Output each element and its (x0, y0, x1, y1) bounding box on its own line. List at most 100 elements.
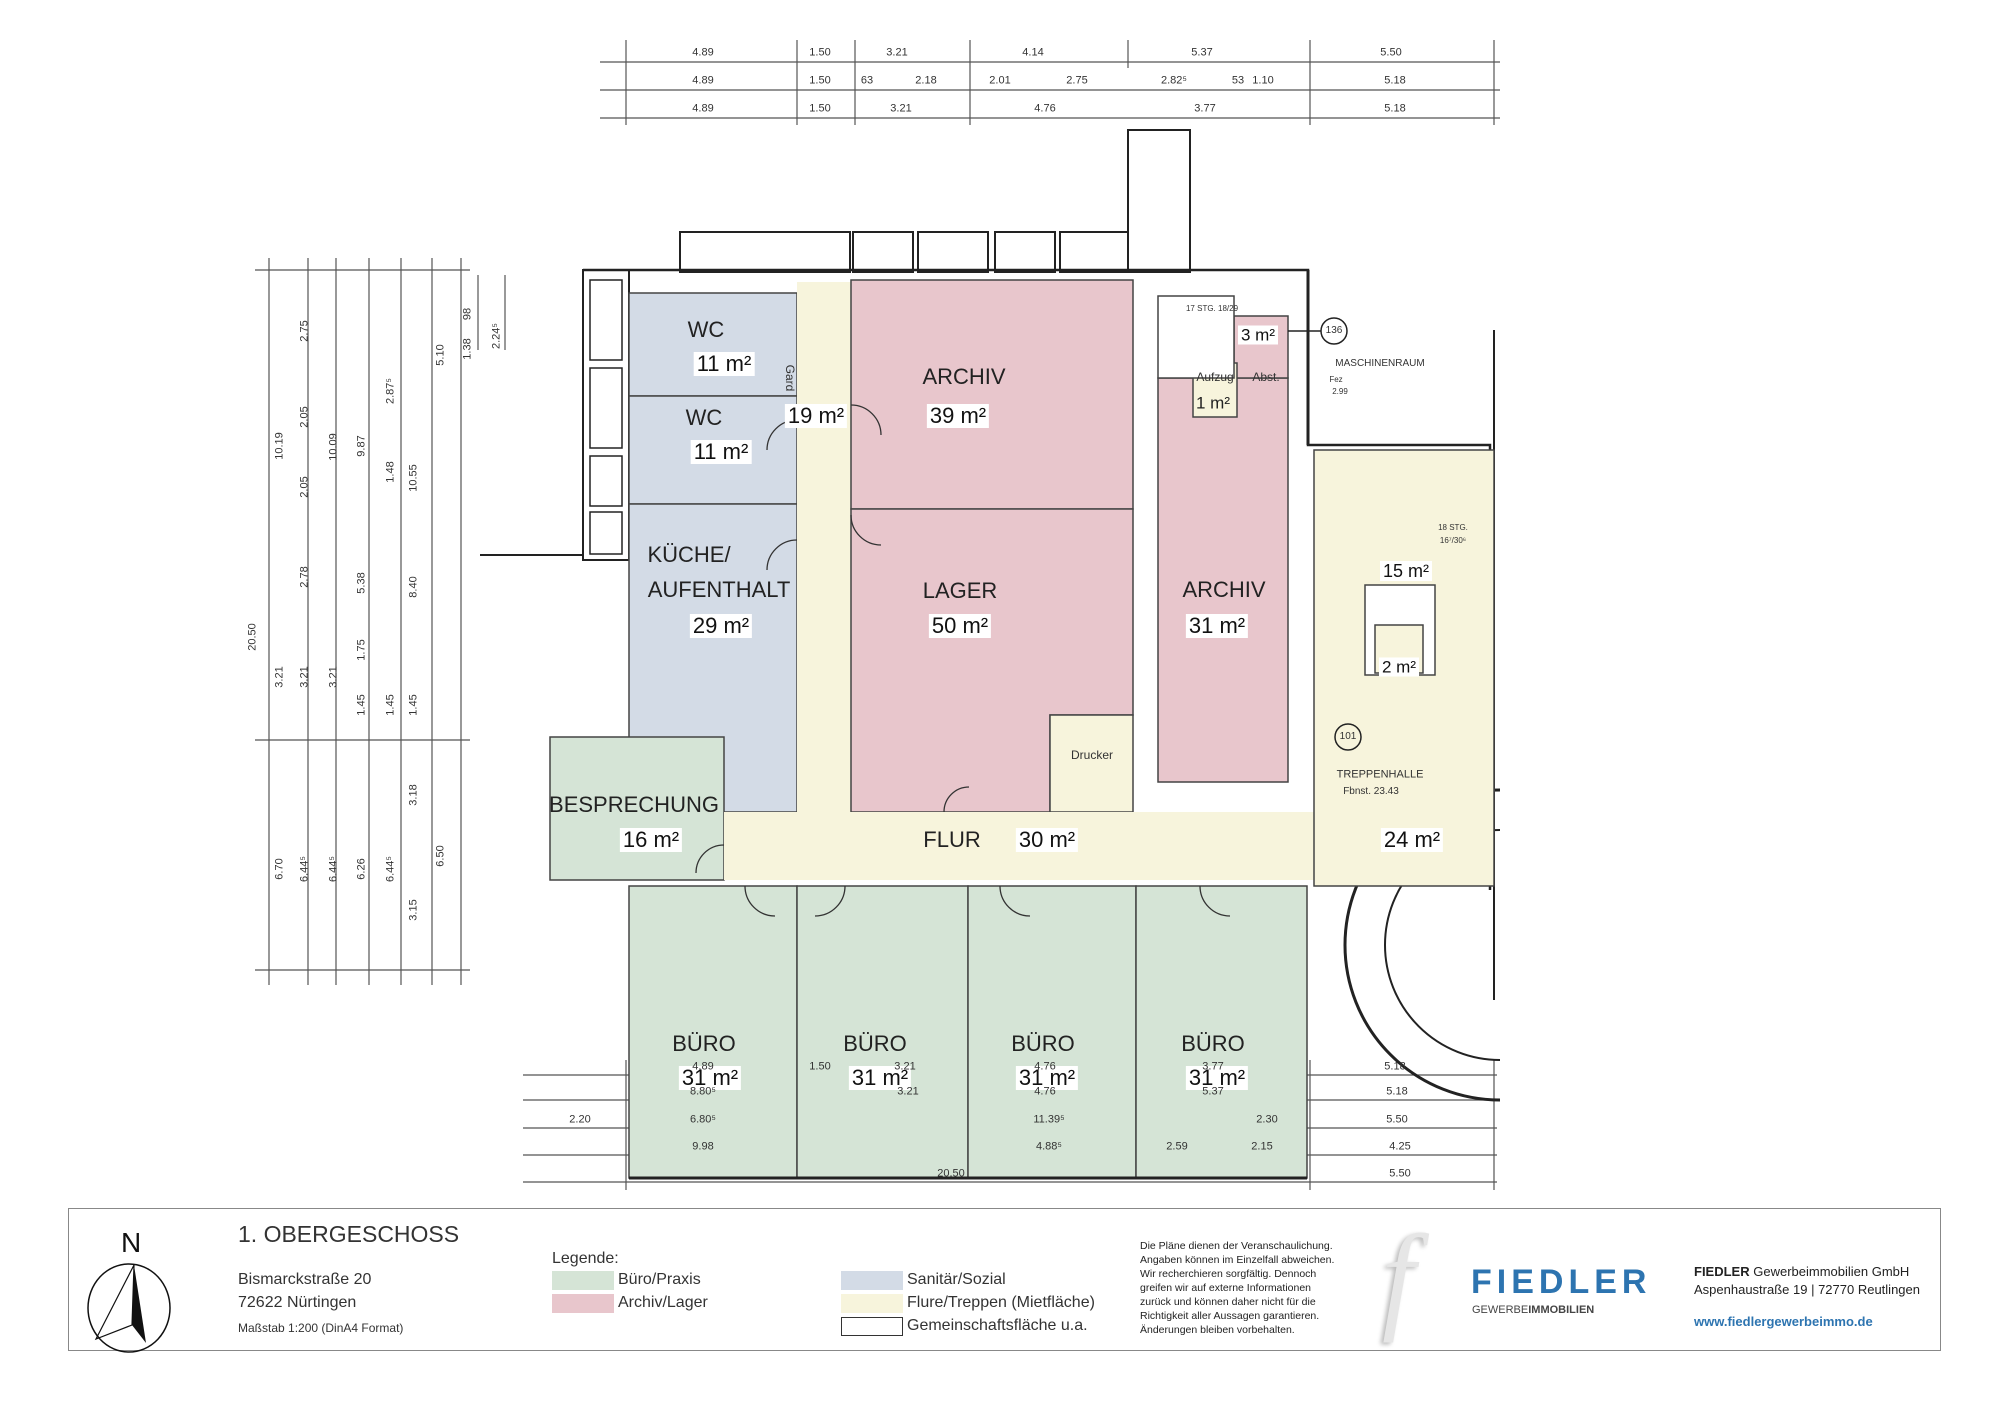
room-name-buero-4: BÜRO (1181, 1031, 1245, 1056)
dimension-label: 4.89 (692, 74, 714, 87)
dimension-label: 3.21 (897, 1085, 919, 1098)
dimension-label: 5.50 (1380, 46, 1402, 59)
legend-swatch-archiv (552, 1294, 614, 1313)
north-label: N (121, 1227, 142, 1258)
room-area-aufzug: 1 m² (1196, 393, 1230, 413)
dimension-label: 4.76 (1034, 1060, 1056, 1073)
dimension-label: 6.70 (273, 858, 286, 880)
room-area-buero-2: 31 m² (848, 1066, 912, 1090)
dimension-label: 4.76 (1034, 102, 1056, 115)
dimension-label: 1.10 (1252, 74, 1274, 87)
dimension-label: 2.59 (1166, 1140, 1188, 1153)
dimension-label: 1.50 (809, 1060, 831, 1073)
dimension-label: 4.14 (1022, 46, 1044, 59)
legend-label-buero: Büro/Praxis (618, 1271, 701, 1288)
room-area-stair-eye: 2 m² (1379, 657, 1419, 677)
legend-swatch-buero (552, 1271, 614, 1290)
dimension-label: 1.45 (407, 694, 420, 716)
dimension-label: 6.50 (434, 845, 447, 867)
room-name-treppenhalle: TREPPENHALLE (1336, 768, 1424, 781)
room-besprechung (549, 736, 725, 881)
dimension-label: 1.75 (355, 639, 368, 661)
dimension-label: 6.44⁵ (384, 856, 397, 882)
dimension-label: 4.89 (692, 1060, 714, 1073)
dimension-label: 20.50 (246, 623, 259, 651)
dimension-label: 2.82⁵ (1161, 74, 1187, 87)
dimension-label: 2.78 (298, 566, 311, 588)
room-area-buero-1: 31 m² (678, 1066, 742, 1090)
room-area-abst: 3 m² (1238, 325, 1278, 345)
dimension-label: 98 (461, 307, 474, 321)
room-name-wc-2: WC (685, 405, 723, 430)
room-area-kueche: 29 m² (689, 614, 753, 638)
room-name-besprechung: BESPRECHUNG (549, 792, 719, 817)
dimension-label: 5.18 (1384, 74, 1406, 87)
drucker-label: Drucker (1070, 748, 1114, 762)
room-name-archiv-2: ARCHIV (1182, 577, 1266, 602)
dimension-label: 10.09 (327, 433, 340, 461)
room-area-wc-1: 11 m² (693, 352, 755, 376)
dimension-label: 10.55 (407, 464, 420, 492)
dimension-label: 1.38 (461, 338, 474, 360)
room-name-flur: FLUR (923, 827, 981, 852)
door-swings (695, 404, 1231, 917)
dimension-label: 3.21 (327, 666, 340, 688)
dimension-label: 2.87⁵ (384, 378, 397, 404)
brand-subtitle-b: IMMOBILIEN (1528, 1304, 1595, 1316)
dimension-label: 2.15 (1251, 1140, 1273, 1153)
dimension-label: 6.26 (355, 858, 368, 880)
stair-core (1157, 295, 1235, 379)
dimension-label: 1.48 (384, 461, 397, 483)
room-area-wc-2: 11 m² (690, 440, 752, 464)
company-name-bold: FIEDLER (1694, 1264, 1750, 1279)
dimension-label: 5.50 (1386, 1113, 1408, 1126)
dimension-label: 1.50 (809, 46, 831, 59)
legend-label-archiv: Archiv/Lager (618, 1294, 708, 1311)
disclaimer: Die Pläne dienen der Veranschaulichung. … (1140, 1239, 1334, 1337)
room-name-lager: LAGER (922, 578, 998, 603)
logo-f-icon: f (1382, 1210, 1416, 1343)
address-street: Bismarckstraße 20 (238, 1271, 372, 1288)
dimension-label: 5.50 (1389, 1167, 1411, 1180)
room-name-gard: Gard (783, 364, 797, 392)
room-buero-2 (796, 885, 969, 1179)
dimension-label: 3.21 (273, 666, 286, 688)
dimension-label: 9.87 (355, 435, 368, 457)
room-number-136: 136 (1325, 325, 1343, 336)
dimension-label: 2.05 (298, 476, 311, 498)
brand-subtitle-a: GEWERBE (1472, 1304, 1529, 1316)
dimension-label: 6.80⁵ (690, 1113, 716, 1126)
room-name-kueche-2: AUFENTHALT (647, 577, 791, 602)
dimension-label: 9.98 (692, 1140, 714, 1153)
rooms (549, 270, 1495, 1180)
room-area-buero-3: 31 m² (1015, 1066, 1079, 1090)
room-number-circle-101 (1334, 723, 1362, 751)
legend-swatch-flure (841, 1294, 903, 1313)
dimension-label: 2.75 (1066, 74, 1088, 87)
scale-note: Maßstab 1:200 (DinA4 Format) (238, 1321, 404, 1335)
room-name-abst: Abst. (1252, 370, 1280, 384)
dimension-label: 3.18 (407, 784, 420, 806)
disclaimer-line: Die Pläne dienen der Veranschaulichung. (1140, 1240, 1333, 1252)
room-area-treppenhalle: 24 m² (1380, 828, 1444, 852)
dimension-label: 5.37 (1191, 46, 1213, 59)
dimension-label: 3.21 (298, 666, 311, 688)
room-wc-1 (628, 292, 798, 397)
room-archiv-39 (850, 279, 1134, 510)
website-link[interactable]: www.fiedlergewerbeimmo.de (1694, 1314, 1873, 1329)
dimension-label: 8.80⁵ (690, 1085, 716, 1098)
stair-1-label: 17 STG. 18/29 (1185, 304, 1239, 313)
company-address: Aspenhaustraße 19 | 72770 Reutlingen (1694, 1282, 1920, 1297)
room-area-archiv-1: 39 m² (926, 404, 990, 428)
room-area-archiv-2: 31 m² (1185, 614, 1249, 638)
dimension-label: 3.21 (894, 1060, 916, 1073)
dimension-label: 2.01 (989, 74, 1011, 87)
dimension-label: 3.77 (1194, 102, 1216, 115)
legend-swatch-sanitaer (841, 1271, 903, 1290)
dimension-label: 5.38 (355, 572, 368, 594)
dimension-label: 4.25 (1389, 1140, 1411, 1153)
dimension-label: 4.89 (692, 46, 714, 59)
dimension-label: 5.10 (434, 344, 447, 366)
dimension-label: 10.19 (273, 432, 286, 460)
legend-swatch-gemeinschaft (841, 1317, 903, 1336)
